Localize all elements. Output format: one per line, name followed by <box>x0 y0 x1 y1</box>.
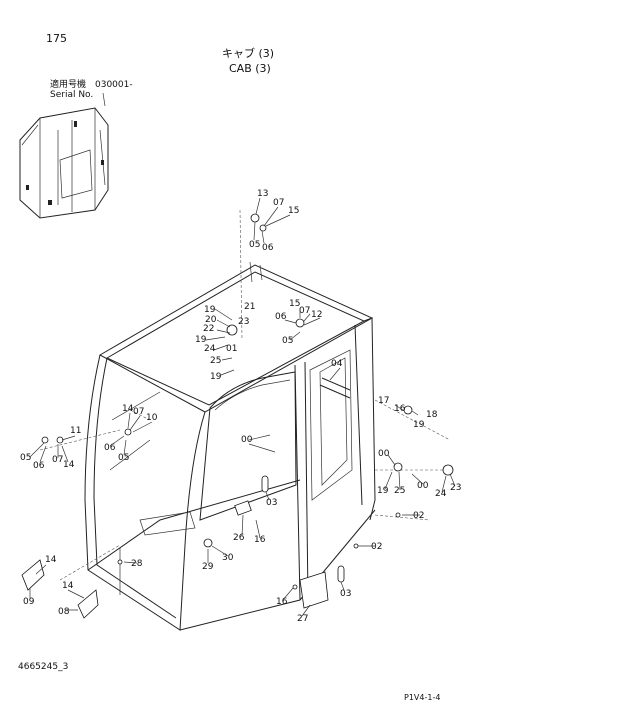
callout-28: 28 <box>131 559 143 569</box>
title-english: CAB (3) <box>229 62 271 75</box>
document-number: 4665245_3 <box>18 662 69 672</box>
callout-15: 15 <box>289 299 300 309</box>
callout-19: 19 <box>195 335 207 345</box>
callout-12: 12 <box>311 310 322 320</box>
callout-06: 06 <box>262 243 274 253</box>
callout-00: 00 <box>378 449 390 459</box>
callout-05: 05 <box>118 453 129 463</box>
callout-22: 22 <box>203 324 214 334</box>
callout-19: 19 <box>204 305 216 315</box>
callout-21: 21 <box>244 302 255 312</box>
callout-05: 05 <box>282 336 293 346</box>
callout-15: 15 <box>288 206 299 216</box>
callout-06: 06 <box>275 312 287 322</box>
callout-23: 23 <box>238 317 249 327</box>
callout-13: 13 <box>257 189 268 199</box>
callout-02: 02 <box>413 511 424 521</box>
cab-frame <box>21 209 454 631</box>
callout-05: 05 <box>20 453 31 463</box>
callout-14: 14 <box>122 404 134 414</box>
callout-17: 17 <box>378 396 389 406</box>
callout-27: 27 <box>297 614 308 624</box>
callout-26: 26 <box>233 533 245 543</box>
callout-07: 07 <box>273 198 284 208</box>
callout-14: 14 <box>45 555 57 565</box>
page-number: 175 <box>46 32 67 45</box>
callout-29: 29 <box>202 562 214 572</box>
callout-24: 24 <box>204 344 216 354</box>
callout-23: 23 <box>450 483 461 493</box>
callout-07: 07 <box>299 306 310 316</box>
callout-03: 03 <box>266 498 277 508</box>
callout-06: 06 <box>33 461 45 471</box>
callout-24: 24 <box>435 489 447 499</box>
callout-14: 14 <box>62 581 74 591</box>
callout-25: 25 <box>394 486 405 496</box>
callout-08: 08 <box>58 607 70 617</box>
callout-02: 02 <box>371 542 382 552</box>
callout-14: 14 <box>63 460 75 470</box>
cab-locator-thumbnail <box>19 92 109 219</box>
callout-10: 10 <box>146 413 158 423</box>
serial-value: 030001- <box>95 80 133 90</box>
leader-lines <box>29 197 456 617</box>
callout-05: 05 <box>249 240 260 250</box>
callout-07: 07 <box>133 407 144 417</box>
callout-11: 11 <box>70 426 81 436</box>
callout-labels: 13 07 15 05 06 21 19 20 23 22 19 24 01 2… <box>20 189 461 624</box>
callout-04: 04 <box>331 359 343 369</box>
callout-18: 18 <box>426 410 438 420</box>
callout-19: 19 <box>210 372 222 382</box>
callout-30: 30 <box>222 553 234 563</box>
callout-00: 00 <box>417 481 429 491</box>
callout-19: 19 <box>377 486 389 496</box>
callout-19: 19 <box>413 420 425 430</box>
callout-16: 16 <box>394 404 406 414</box>
page-code: P1V4-1-4 <box>404 693 441 702</box>
callout-03: 03 <box>340 589 351 599</box>
callout-07: 07 <box>52 455 63 465</box>
serial-label-japanese: 適用号機 <box>50 80 87 90</box>
callout-20: 20 <box>205 315 217 325</box>
title-japanese: キャブ (3) <box>222 47 275 60</box>
callout-09: 09 <box>23 597 35 607</box>
callout-16: 16 <box>276 597 288 607</box>
callout-06: 06 <box>104 443 116 453</box>
callout-25: 25 <box>210 356 221 366</box>
callout-01: 01 <box>226 344 237 354</box>
serial-label-english: Serial No. <box>50 90 94 100</box>
callout-00: 00 <box>241 435 253 445</box>
callout-16: 16 <box>254 535 266 545</box>
